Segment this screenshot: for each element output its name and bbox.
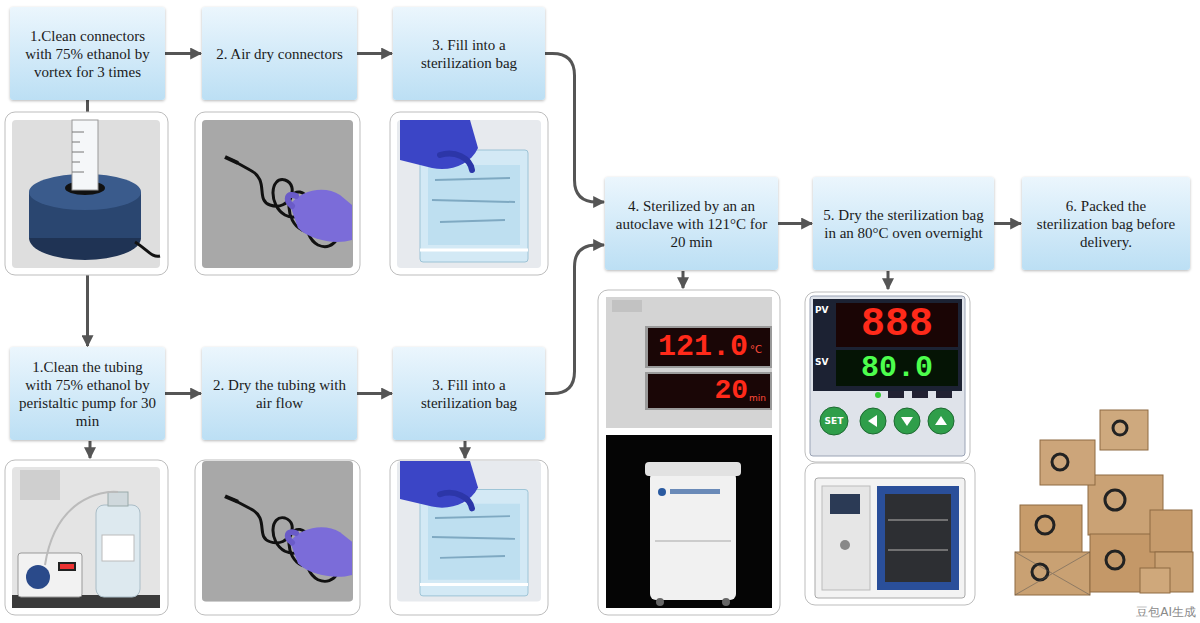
unit-text: °C [750,343,769,357]
step-text: 1.Clean the tubing with 75% ethanol by p… [18,358,157,430]
step-text: 6. Packed the sterilization bag before d… [1030,197,1182,251]
flow-arrow [994,222,1021,225]
step-text: 2. Air dry connectors [216,45,343,63]
box-pile [1015,410,1193,595]
flow-arrow [778,222,812,225]
button-label: SET [821,415,847,427]
step-text: 3. Fill into a sterilization bag [401,376,537,412]
panel-tag: SV [815,356,835,368]
watermark: 豆包AI生成 [1120,604,1196,620]
display-digits: 20 [690,374,748,408]
process-box: 6. Packed the sterilization bag before d… [1022,177,1190,270]
process-box: 2. Air dry connectors [202,7,357,100]
unit-text: min [749,392,770,404]
step-text: 2. Dry the tubing with air flow [210,376,349,412]
process-box: 4. Sterilized by an an autoclave with 12… [605,177,778,270]
step-text: 4. Sterilized by an an autoclave with 12… [613,197,770,251]
panel-tag: PV [815,304,835,316]
process-box: 3. Fill into a sterilization bag [393,347,545,440]
flow-arrow [165,52,201,55]
process-box: 5. Dry the sterilization bag in an 80°C … [813,177,994,270]
step-text: 3. Fill into a sterilization bag [401,36,537,72]
process-box: 1.Clean the tubing with 75% ethanol by p… [10,347,165,440]
display-digits: 888 [838,303,956,347]
process-box: 1.Clean connectors with 75% ethanol by v… [10,7,165,100]
flow-arrow [545,54,604,203]
process-box: 3. Fill into a sterilization bag [393,7,545,100]
step-text: 1.Clean connectors with 75% ethanol by v… [18,27,157,81]
process-box: 2. Dry the tubing with air flow [202,347,357,440]
flow-arrow [357,52,392,55]
display-digits: 121.0 [650,328,748,366]
flow-arrow [165,392,201,395]
flow-arrow [357,392,392,395]
flow-arrow [545,245,604,394]
step-text: 5. Dry the sterilization bag in an 80°C … [821,206,986,242]
display-digits: 80.0 [838,350,956,386]
